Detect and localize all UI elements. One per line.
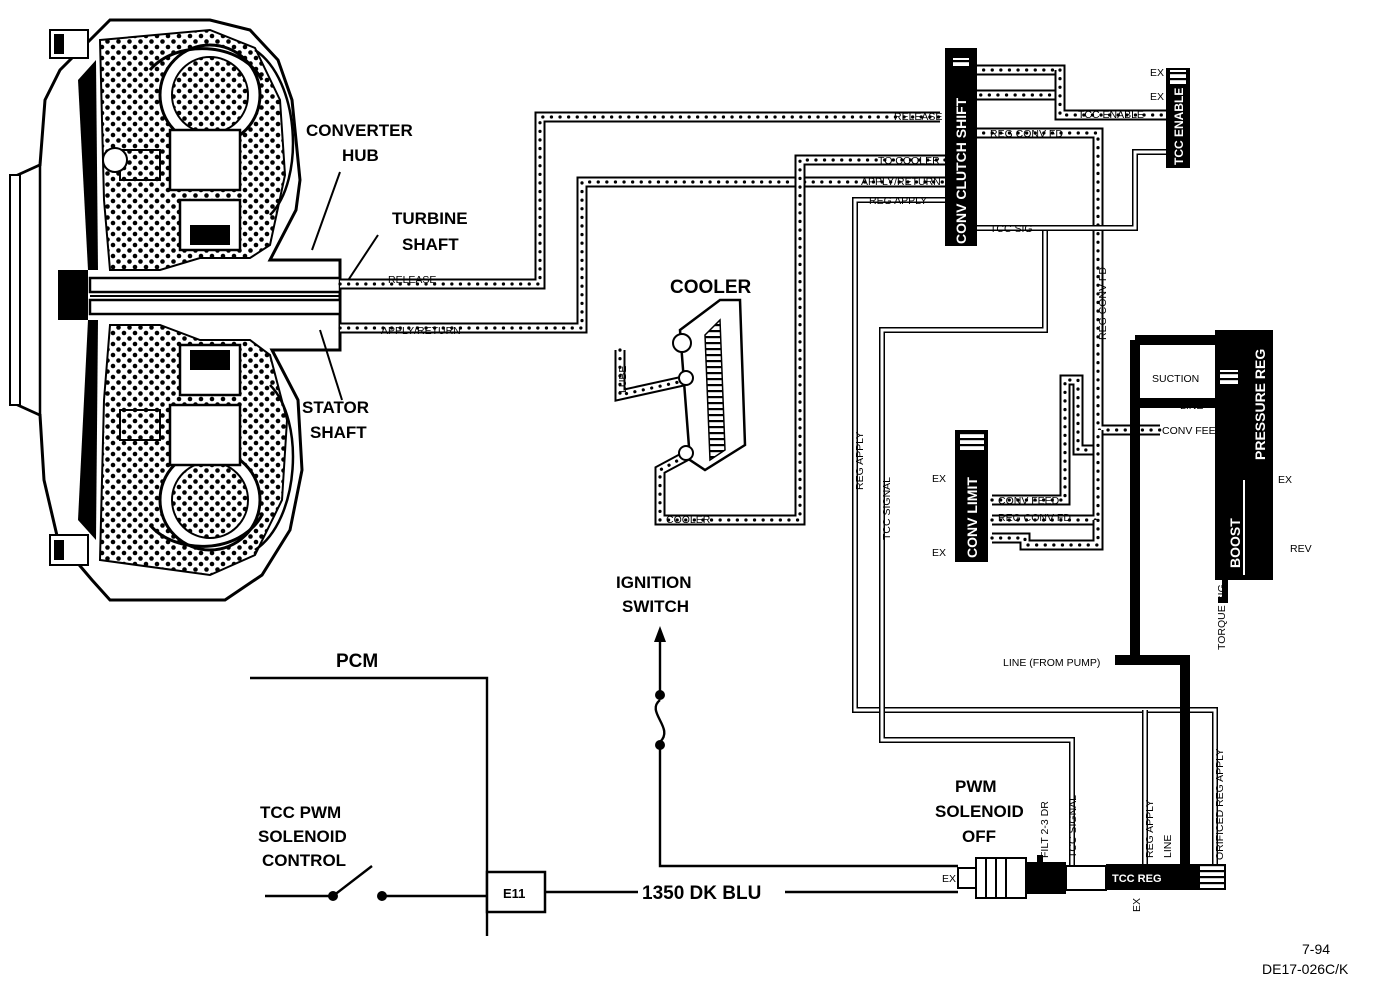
turbine-label-2: SHAFT — [402, 235, 459, 254]
ex-top2-label: EX — [1150, 91, 1164, 103]
release-passage — [338, 111, 942, 290]
pcm-label: PCM — [336, 651, 378, 672]
reg-apply-vert-label: REG APPLY — [854, 432, 866, 490]
turbine-label-1: TURBINE — [392, 209, 468, 228]
tcc-enable-passage-label: TCC ENABLE — [1078, 109, 1144, 121]
reg-apply-sol-label: REG APPLY — [1144, 800, 1156, 858]
electrical-circuit — [250, 626, 958, 936]
apply-return-passage — [338, 176, 947, 334]
tcc-pwm-label-2: SOLENOID — [258, 827, 347, 846]
passage-labels: RELEASE APPLY/RETURN RELEASE TO COOLER A… — [381, 67, 1312, 912]
tcc-signal-vert-label: TCC SIGNAL — [881, 477, 893, 540]
apply-return-top-label: APPLY/RETURN — [861, 176, 941, 188]
apply-return-left-label: APPLY/RETURN — [381, 325, 461, 337]
connector-label: E11 — [503, 886, 525, 901]
pwm-label-3: OFF — [962, 827, 996, 846]
line-sol-label: LINE — [1162, 835, 1174, 858]
torque-converter — [9, 18, 379, 602]
reg-conv-fd-vert-label: REG CONV FD — [1097, 267, 1109, 340]
reg-conv-fd-2-label: REG CONV FD — [998, 512, 1071, 524]
conv-feed-passages — [990, 374, 1104, 551]
pressure-reg-valve: PRESSURE REG BOOST — [1215, 330, 1273, 580]
ignition-label-1: IGNITION — [616, 573, 692, 592]
tcc-sig-label: TCC SIG — [990, 223, 1033, 235]
date-label: 7-94 — [1302, 941, 1330, 957]
stator-label-1: STATOR — [302, 398, 369, 417]
suction-label: SUCTION — [1152, 373, 1199, 385]
filt-label: FILT 2-3 DR — [1039, 801, 1051, 858]
to-cooler-passage — [654, 154, 947, 526]
conv-clutch-shift-valve: CONV CLUTCH SHIFT — [945, 48, 977, 246]
code-label: DE17-026C/K — [1262, 961, 1349, 977]
tcc-signal-sol-label: TCC SIGNAL — [1067, 795, 1079, 858]
line-1-label: LINE — [1158, 334, 1181, 346]
pwm-label-1: PWM — [955, 777, 997, 796]
torque-sig-label: TORQUE SIG — [1216, 584, 1228, 650]
component-labels: CONVERTER HUB TURBINE SHAFT STATOR SHAFT… — [258, 121, 1349, 977]
line-from-pump-label: LINE (FROM PUMP) — [1003, 657, 1100, 669]
boost-label: BOOST — [1227, 518, 1243, 568]
tcc-enable-valve: TCC ENABLE — [1166, 68, 1190, 168]
stator-label-2: SHAFT — [310, 423, 367, 442]
pwm-solenoid: TCC REG — [957, 857, 1226, 899]
wire-label: 1350 DK BLU — [642, 883, 761, 904]
to-cooler-label: TO COOLER — [878, 155, 940, 167]
ex-1-label: EX — [932, 473, 946, 485]
ex-sol-label: EX — [942, 873, 956, 885]
cooler — [672, 298, 747, 472]
tcc-enable-ex-passage — [975, 149, 1172, 231]
tcc-pwm-label-3: CONTROL — [262, 851, 346, 870]
ignition-label-2: SWITCH — [622, 597, 689, 616]
tcc-enable-label: TCC ENABLE — [1172, 88, 1186, 165]
conv-limit-valve: CONV LIMIT — [955, 430, 988, 562]
conv-clutch-shift-label: CONV CLUTCH SHIFT — [953, 97, 969, 244]
ex-4-label: EX — [1278, 474, 1292, 486]
ex-top1-label: EX — [1150, 67, 1164, 79]
reg-conv-fd-top-label: REG CONV FD — [990, 128, 1063, 140]
line-pressure-passage — [1115, 335, 1218, 865]
line-vert-label: LINE — [1131, 557, 1143, 580]
converter-label-2: HUB — [342, 146, 379, 165]
cooler-label: COOLER — [670, 277, 752, 298]
reg-conv-fd-passage — [973, 127, 1162, 436]
lube-label: LUBE — [617, 366, 629, 393]
line-2-label: LINE — [1180, 400, 1203, 412]
release-top-label: RELEASE — [894, 111, 942, 123]
tcc-signal-passage — [879, 228, 1075, 870]
cooler-bottom-label: COOLER — [666, 514, 711, 526]
tcc-reg-label: TCC REG — [1112, 873, 1162, 885]
ex-2-label: EX — [932, 547, 946, 559]
conv-limit-label: CONV LIMIT — [964, 477, 980, 558]
release-left-label: RELEASE — [388, 274, 436, 286]
tcc-pwm-label-1: TCC PWM — [260, 803, 341, 822]
rev-label: REV — [1290, 543, 1312, 555]
pwm-label-2: SOLENOID — [935, 802, 1024, 821]
reg-apply-branch — [1142, 575, 1228, 870]
converter-label-1: CONVERTER — [306, 121, 413, 140]
conv-feed-1-label: CONV FEED — [998, 495, 1060, 507]
pressure-reg-label: PRESSURE REG — [1252, 349, 1268, 460]
reg-apply-top-label: REG APPLY — [869, 195, 927, 207]
reg-apply-passage — [852, 197, 1218, 870]
ex-sol2-label: EX — [1131, 898, 1143, 912]
conv-feed-2-label: CONV FEED — [1162, 425, 1224, 437]
lube-passage — [614, 348, 690, 402]
orificed-label: ORIFICED REG APPLY — [1214, 749, 1226, 860]
